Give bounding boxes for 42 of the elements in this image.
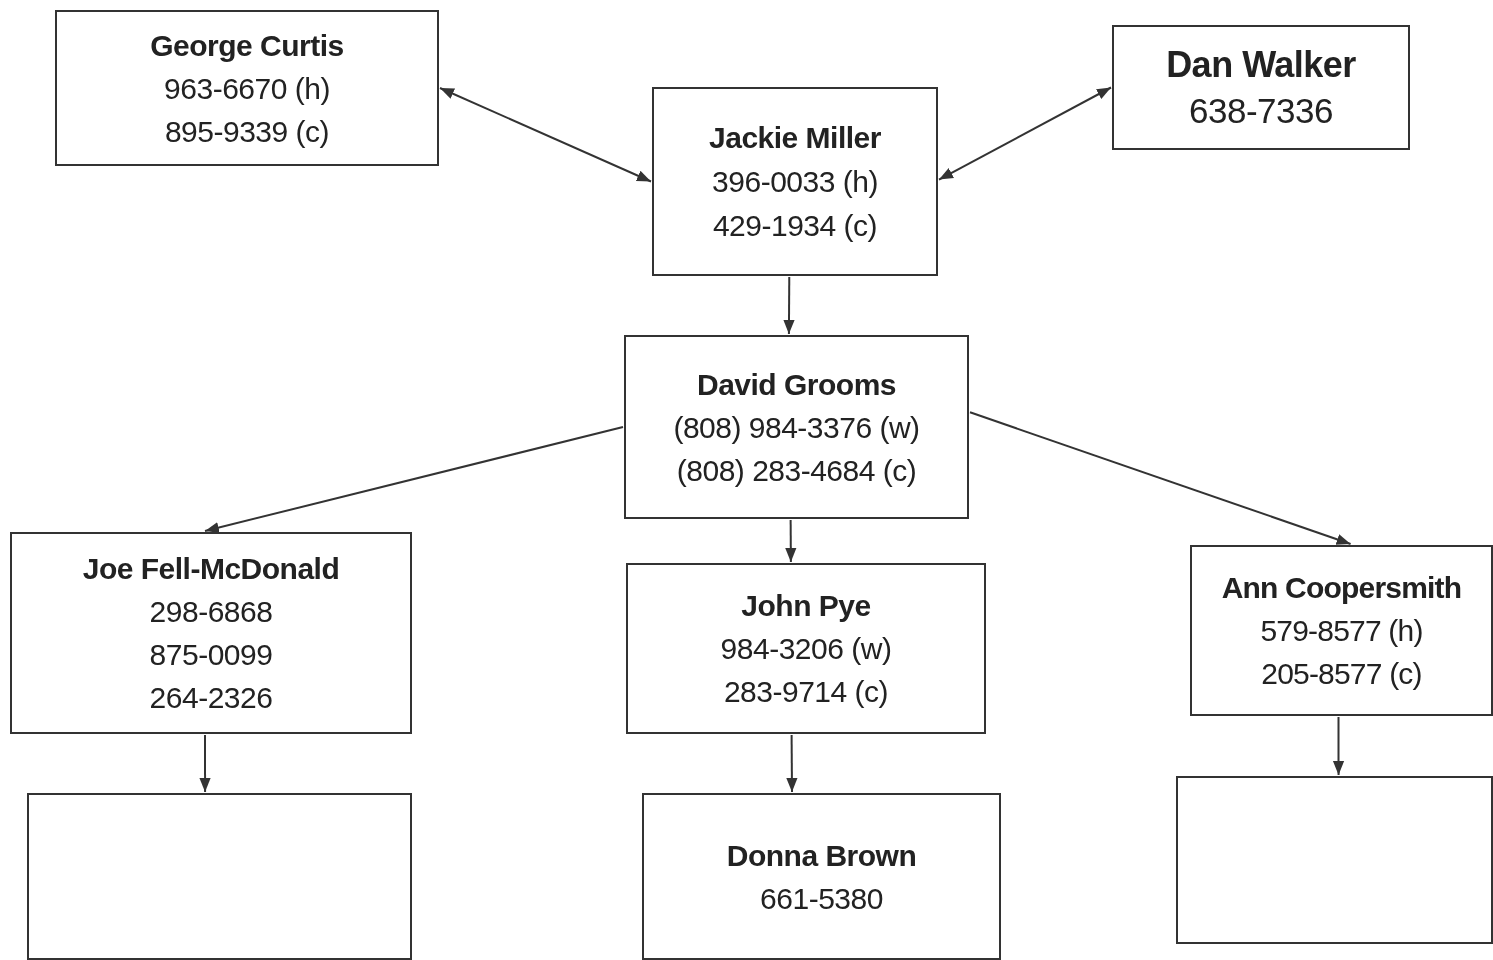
person-name: George Curtis [150, 27, 344, 64]
arrow [969, 411, 1352, 545]
person-name: David Grooms [696, 366, 897, 403]
person-name: Donna Brown [726, 837, 917, 874]
contact-box [55, 10, 439, 166]
arrow [199, 734, 211, 793]
arrow [938, 86, 1112, 181]
contact-box [1112, 25, 1410, 150]
phone-number: 396-0033 (h) [712, 163, 878, 200]
contact-box [652, 87, 938, 276]
contact-box [624, 335, 969, 519]
empty-box [27, 793, 412, 960]
phone-number: 429-1934 (c) [712, 207, 878, 244]
person-name: Ann Coopersmith [1221, 570, 1462, 606]
contact-box [1190, 545, 1493, 716]
phone-number: 283-9714 (c) [723, 674, 889, 710]
phone-number: 895-9339 (c) [164, 113, 330, 150]
arrow [783, 276, 795, 335]
phone-number: (808) 984-3376 (w) [673, 409, 920, 446]
contact-box [10, 532, 412, 734]
phone-number: 298-6868 [149, 594, 273, 630]
contact-box [642, 793, 1001, 960]
phone-number: 264-2326 [149, 680, 273, 716]
arrow [1332, 716, 1345, 776]
phone-number: 205-8577 (c) [1261, 656, 1422, 692]
phone-number: 579-8577 (h) [1260, 613, 1423, 649]
person-name: Dan Walker [1166, 42, 1356, 87]
arrow [203, 426, 624, 534]
person-name: John Pye [741, 588, 871, 624]
phone-number: 875-0099 [149, 637, 273, 673]
phone-number: 638-7336 [1189, 89, 1333, 132]
empty-box [1176, 776, 1493, 944]
arrow [786, 734, 798, 793]
phone-number: 963-6670 (h) [164, 70, 330, 107]
person-name: Jackie Miller [709, 119, 881, 156]
phone-number: 661-5380 [760, 880, 883, 917]
person-name: Joe Fell-McDonald [82, 551, 340, 587]
arrow [785, 519, 797, 563]
contact-box [626, 563, 986, 734]
phone-number: (808) 283-4684 (c) [676, 452, 917, 489]
arrow [439, 87, 652, 183]
phone-number: 984-3206 (w) [720, 631, 892, 667]
